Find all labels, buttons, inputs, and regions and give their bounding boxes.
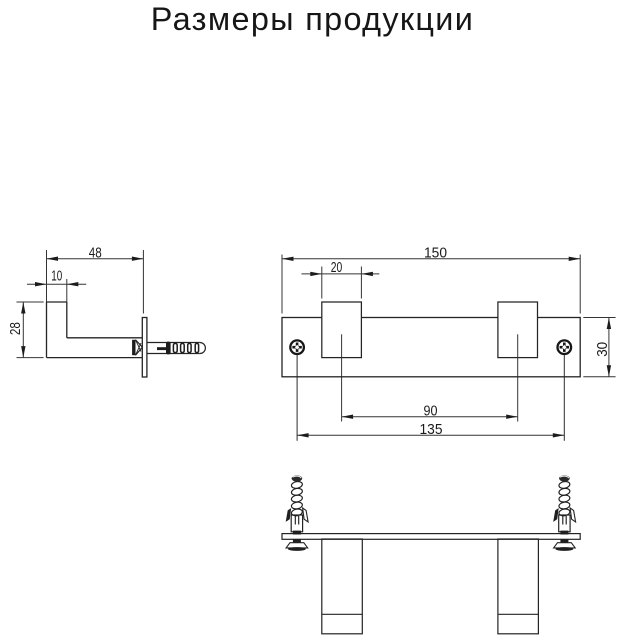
svg-text:48: 48 xyxy=(89,245,102,261)
svg-text:10: 10 xyxy=(51,269,62,285)
svg-text:30: 30 xyxy=(595,342,611,357)
svg-text:135: 135 xyxy=(420,422,443,438)
svg-text:150: 150 xyxy=(424,246,447,262)
svg-text:28: 28 xyxy=(8,322,24,335)
svg-text:90: 90 xyxy=(424,403,438,419)
svg-text:20: 20 xyxy=(331,260,343,276)
